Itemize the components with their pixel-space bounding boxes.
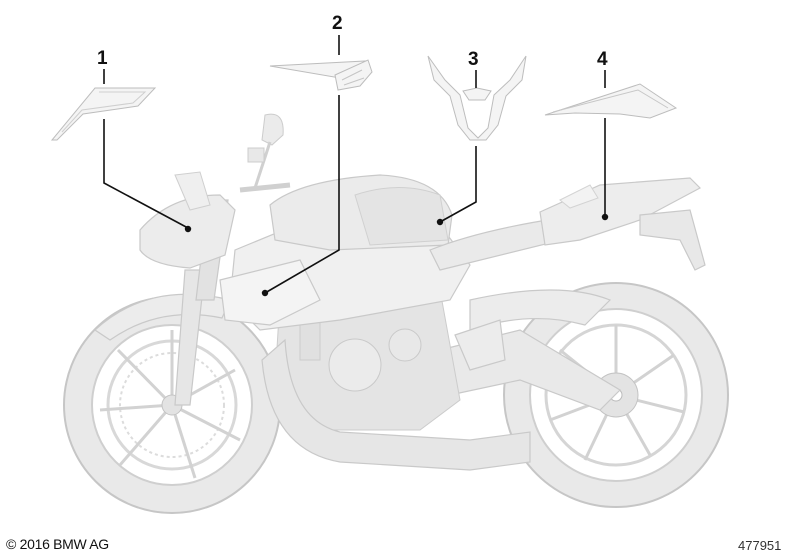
callout-3[interactable]: 3 xyxy=(436,49,479,226)
motorcycle-illustration xyxy=(63,113,729,514)
part-4-tail-section-decal[interactable] xyxy=(544,83,678,119)
callout-number-3: 3 xyxy=(468,49,479,70)
callout-4[interactable]: 4 xyxy=(597,49,609,221)
part-2-side-panel-decal[interactable] xyxy=(269,59,373,91)
part-3-tank-decal[interactable] xyxy=(427,55,527,141)
callout-number-4: 4 xyxy=(597,49,608,70)
callout-number-2: 2 xyxy=(332,13,343,34)
part-1-front-fairing-decal[interactable] xyxy=(50,87,157,141)
callout-1[interactable]: 1 xyxy=(97,48,192,233)
callout-number-1: 1 xyxy=(97,48,108,69)
copyright-notice: © 2016 BMW AG xyxy=(6,536,109,552)
callout-2[interactable]: 2 xyxy=(261,13,343,297)
diagram-number: 477951 xyxy=(738,538,782,553)
